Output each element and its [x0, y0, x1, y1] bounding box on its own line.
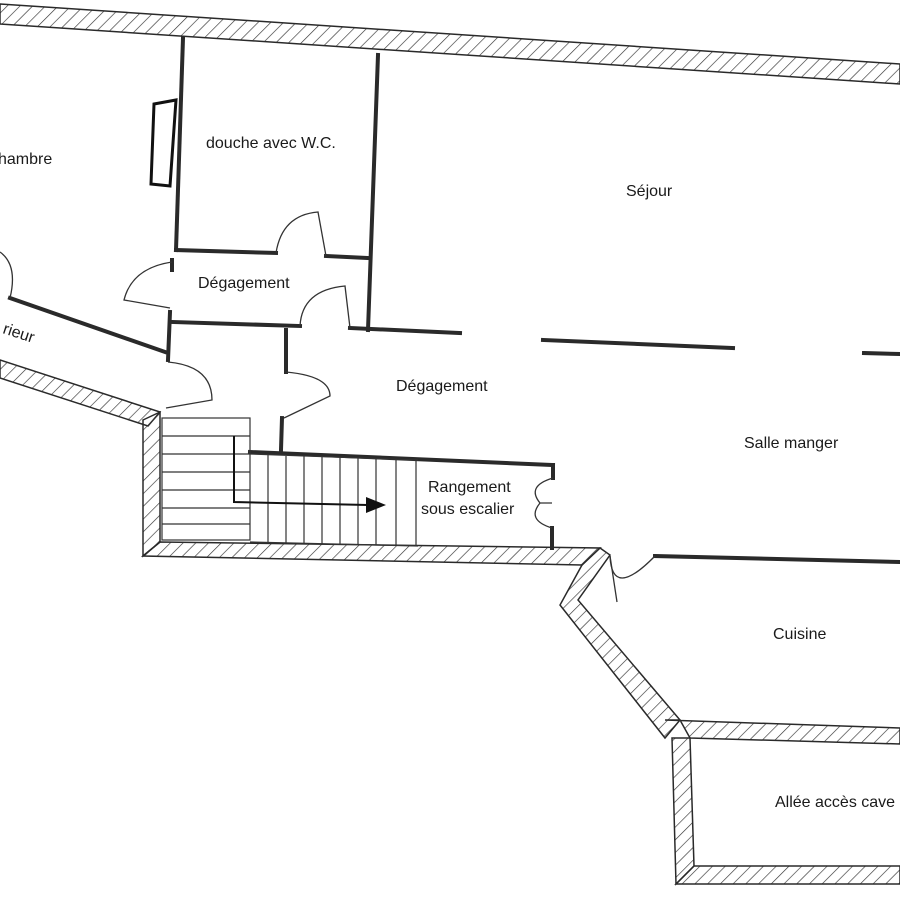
- room-label-douche: douche avec W.C.: [206, 135, 336, 152]
- room-label-exterieur: rieur: [1, 321, 37, 347]
- doors: [0, 211, 656, 603]
- room-label-rangement-line2: sous escalier: [421, 501, 515, 518]
- exterior-wall-allee-left: [671, 737, 695, 886]
- exterior-wall-top: [0, 3, 900, 85]
- room-label-chambre: hambre: [0, 151, 52, 168]
- room-label-allee: Allée accès cave: [775, 794, 895, 811]
- door-cuisine: [609, 555, 656, 579]
- room-label-degagement-mid: Dégagement: [396, 378, 488, 395]
- exterior-wall-kitchen-diagonal: [559, 547, 681, 740]
- room-label-degagement-top: Dégagement: [198, 275, 290, 292]
- room-label-sejour: Séjour: [626, 183, 673, 200]
- door-degagement-sejour: [299, 285, 351, 329]
- exterior-wall-kitchen-bottom: [664, 719, 900, 745]
- door-stair-landing: [165, 361, 213, 409]
- room-label-rangement-line1: Rangement: [428, 479, 511, 496]
- exterior-wall-stair-left: [142, 410, 161, 558]
- room-label-salle-manger: Salle manger: [744, 435, 839, 452]
- door-rangement-upper: [534, 477, 554, 504]
- staircase: [161, 417, 419, 547]
- door-rangement-lower: [534, 502, 553, 529]
- interior-walls: [7, 35, 900, 565]
- door-chambre: [0, 251, 14, 299]
- exterior-wall-allee-bottom: [674, 865, 900, 885]
- room-label-cuisine: Cuisine: [773, 626, 826, 643]
- exterior-wall-left-diagonal: [0, 359, 162, 427]
- door-douche: [275, 211, 327, 257]
- door-degagement-mid: [283, 371, 331, 419]
- stair-direction-arrow-icon: [366, 497, 386, 513]
- door-degagement-top: [123, 261, 173, 309]
